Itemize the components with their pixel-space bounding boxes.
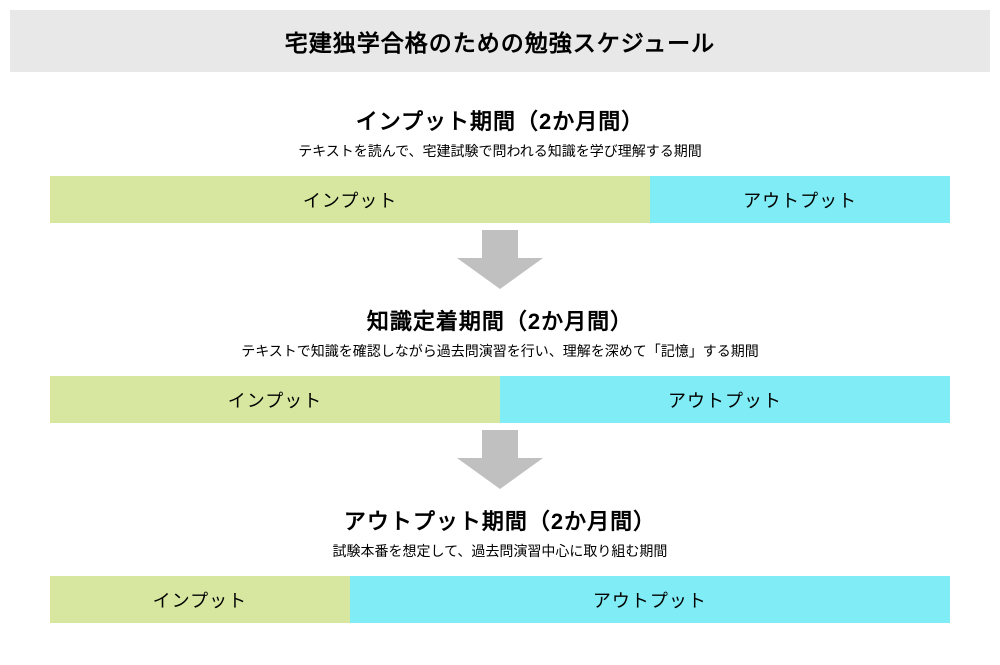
bar-segment-output: アウトプット bbox=[349, 576, 950, 623]
phase-heading: インプット期間（2か月間） bbox=[355, 109, 645, 134]
phase-heading: 知識定着期間（2か月間） bbox=[366, 309, 634, 334]
down-arrow-head bbox=[457, 258, 543, 289]
bar-segment-input-label: インプット bbox=[227, 390, 323, 411]
bar-segment-input-label: インプット bbox=[302, 190, 398, 211]
bar-segment-output: アウトプット bbox=[500, 376, 950, 423]
phase-output-period: アウトプット期間（2か月間） 試験本番を想定して、過去問演習中心に取り組む期間 … bbox=[0, 509, 1000, 623]
bar-segment-output-label: アウトプット bbox=[592, 590, 707, 611]
phase-bar: インプット アウトプット bbox=[50, 176, 950, 223]
phase-retention-period: 知識定着期間（2か月間） テキストで知識を確認しながら過去問演習を行い、理解を深… bbox=[0, 309, 1000, 423]
phase-bar: インプット アウトプット bbox=[50, 576, 950, 623]
down-arrow bbox=[0, 430, 1000, 489]
bar-segment-output: アウトプット bbox=[650, 176, 950, 223]
down-arrow-stem bbox=[482, 230, 518, 258]
bar-segment-output-label: アウトプット bbox=[743, 190, 858, 211]
phase-description: テキストを読んで、宅建試験で問われる知識を学び理解する期間 bbox=[298, 143, 702, 159]
phase-description: テキストで知識を確認しながら過去問演習を行い、理解を深めて「記憶」する期間 bbox=[241, 343, 759, 359]
page-title: 宅建独学合格のための勉強スケジュール bbox=[284, 30, 716, 56]
phase-description: 試験本番を想定して、過去問演習中心に取り組む期間 bbox=[332, 543, 668, 559]
phase-input-period: インプット期間（2か月間） テキストを読んで、宅建試験で問われる知識を学び理解す… bbox=[0, 109, 1000, 223]
down-arrow bbox=[0, 230, 1000, 289]
phase-heading: アウトプット期間（2か月間） bbox=[343, 509, 657, 534]
title-banner: 宅建独学合格のための勉強スケジュール bbox=[10, 10, 990, 72]
down-arrow-stem bbox=[482, 430, 518, 458]
bar-segment-input: インプット bbox=[50, 176, 651, 223]
down-arrow-head bbox=[457, 458, 543, 489]
phase-bar: インプット アウトプット bbox=[50, 376, 950, 423]
bar-segment-input: インプット bbox=[50, 576, 350, 623]
bar-segment-input-label: インプット bbox=[152, 590, 248, 611]
bar-segment-input: インプット bbox=[50, 376, 500, 423]
bar-segment-output-label: アウトプット bbox=[668, 390, 782, 411]
